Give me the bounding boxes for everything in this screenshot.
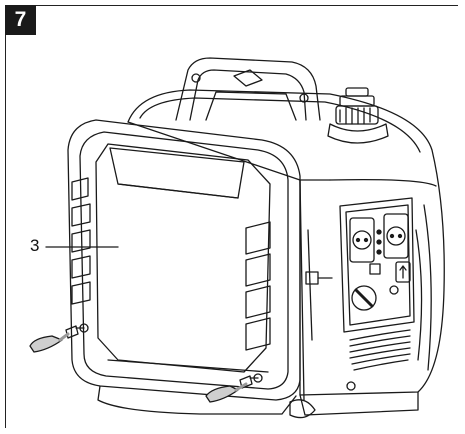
usb-port: [395, 261, 411, 283]
front-side-cover: [67, 119, 301, 415]
latch-clip: [305, 271, 319, 285]
cover-screw-left: [65, 325, 85, 339]
air-vents: [349, 329, 411, 371]
fuel-cap: [327, 87, 389, 144]
control-panel: [339, 197, 415, 371]
carry-handle: [175, 57, 321, 121]
step-number-badge: 7: [5, 5, 36, 35]
screwdriver-icon: [29, 332, 70, 353]
cover-grill-right: [245, 221, 271, 351]
callout-label-cover: 3: [30, 236, 40, 255]
eco-switch: [369, 263, 381, 275]
generator-housing: [127, 89, 445, 419]
reset-button: [389, 285, 399, 295]
power-socket-right: [383, 213, 409, 259]
power-socket-left: [349, 217, 375, 263]
screwdriver-icon: [205, 382, 248, 403]
cover-grill-left: [71, 177, 91, 305]
engine-switch-dial: [351, 285, 377, 311]
figure-frame: [5, 5, 458, 428]
